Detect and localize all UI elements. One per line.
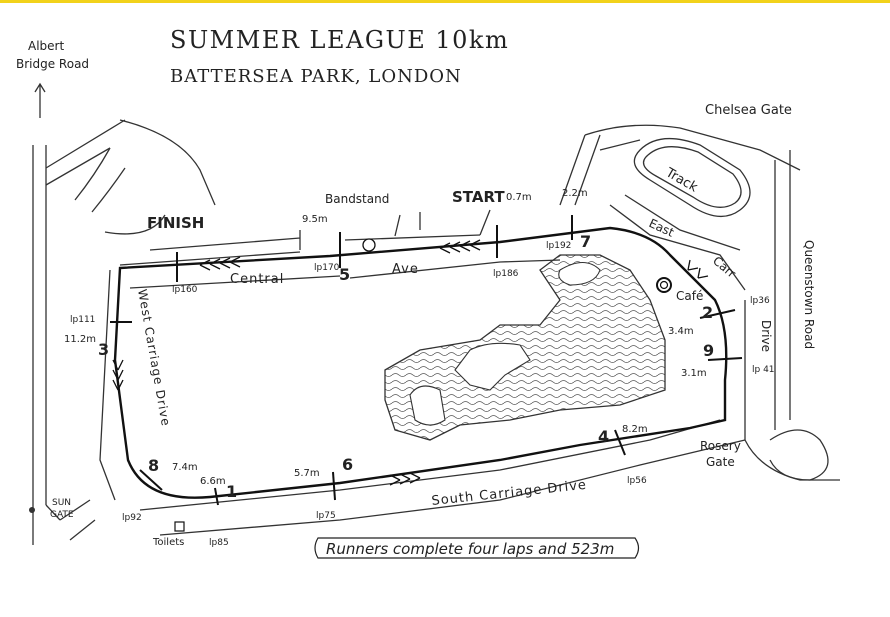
bandstand-icon — [362, 238, 376, 252]
km-marker-4: 4 — [598, 427, 609, 446]
lamp-post-92: lp92 — [122, 513, 142, 523]
race-route — [113, 226, 728, 499]
rosery-gate-label-1: Rosery — [700, 439, 741, 453]
chelsea-gate-label: Chelsea Gate — [705, 103, 792, 118]
distance-3-1m: 3.1m — [681, 368, 707, 379]
albert-bridge-road-label-1: Albert — [28, 39, 64, 53]
lamp-post-75: lp75 — [316, 511, 336, 521]
toilets-label: Toilets — [152, 537, 184, 548]
distance-2-2m: 2.2m — [562, 188, 588, 199]
rosery-gate-label-2: Gate — [706, 455, 735, 469]
ave-label: Ave — [392, 262, 419, 277]
sun-gate-label-2: GATE — [50, 510, 74, 520]
route-arrows — [112, 239, 709, 486]
bandstand-label: Bandstand — [325, 192, 389, 206]
lamp-post-186: lp186 — [493, 269, 519, 279]
cafe-label: Café — [676, 289, 703, 303]
east-label: East — [647, 216, 677, 240]
cafe-icon — [656, 277, 672, 293]
km-marker-1: 1 — [226, 482, 237, 501]
roads — [32, 82, 840, 545]
km-marker-5: 5 — [339, 265, 350, 284]
toilets-icon — [174, 521, 185, 532]
distance-9-5m: 9.5m — [302, 214, 328, 225]
km-marker-8: 8 — [148, 456, 159, 475]
lamp-post-160: lp160 — [172, 285, 198, 295]
laps-note: Runners complete four laps and 523m — [314, 537, 640, 559]
central-label: Central — [230, 272, 284, 287]
km-marker-6: 6 — [342, 455, 353, 474]
queenstown-road-label: Queenstown Road — [802, 240, 816, 349]
lamp-post-36: lp36 — [750, 296, 770, 306]
lamp-post-111: lp111 — [70, 315, 95, 325]
distance-3-4m: 3.4m — [668, 326, 694, 337]
distance-7-4m: 7.4m — [172, 462, 198, 473]
lake — [384, 254, 666, 441]
lamp-post-85: lp85 — [209, 538, 229, 548]
map-subtitle: BATTERSEA PARK, LONDON — [170, 66, 462, 87]
km-marker-9: 9 — [703, 341, 714, 360]
distance-5-7m: 5.7m — [294, 468, 320, 479]
lamp-post-192-top: lp192 — [546, 241, 571, 251]
sun-gate-icon — [29, 507, 35, 513]
top-accent-bar — [0, 0, 890, 3]
distance-8-2m: 8.2m — [622, 424, 648, 435]
km-marker-2: 2 — [702, 303, 713, 322]
albert-bridge-road-label-2: Bridge Road — [16, 57, 89, 71]
distance-0-7m: 0.7m — [506, 192, 532, 203]
distance-6-6m: 6.6m — [200, 476, 226, 487]
lamp-post-170: lp170 — [314, 263, 340, 273]
finish-label: FINISH — [147, 214, 204, 232]
distance-11-2m: 11.2m — [64, 334, 96, 345]
laps-note-text: Runners complete four laps and 523m — [326, 540, 614, 558]
map-title: SUMMER LEAGUE 10km — [170, 26, 509, 54]
west-carriage-drive-label: West Carriage Drive — [135, 288, 173, 428]
drive-east-label: Drive — [759, 320, 773, 352]
lamp-post-56: lp56 — [627, 476, 647, 486]
start-label: START — [452, 188, 505, 206]
km-marker-3: 3 — [98, 340, 109, 359]
km-marker-7: 7 — [580, 232, 591, 251]
carr-label: Carr — [710, 254, 738, 281]
km-ticks — [110, 215, 743, 506]
south-carriage-drive-label: South Carriage Drive — [431, 478, 588, 509]
lamp-post-41: lp 41 — [752, 365, 775, 375]
sun-gate-label-1: SUN — [52, 498, 71, 508]
